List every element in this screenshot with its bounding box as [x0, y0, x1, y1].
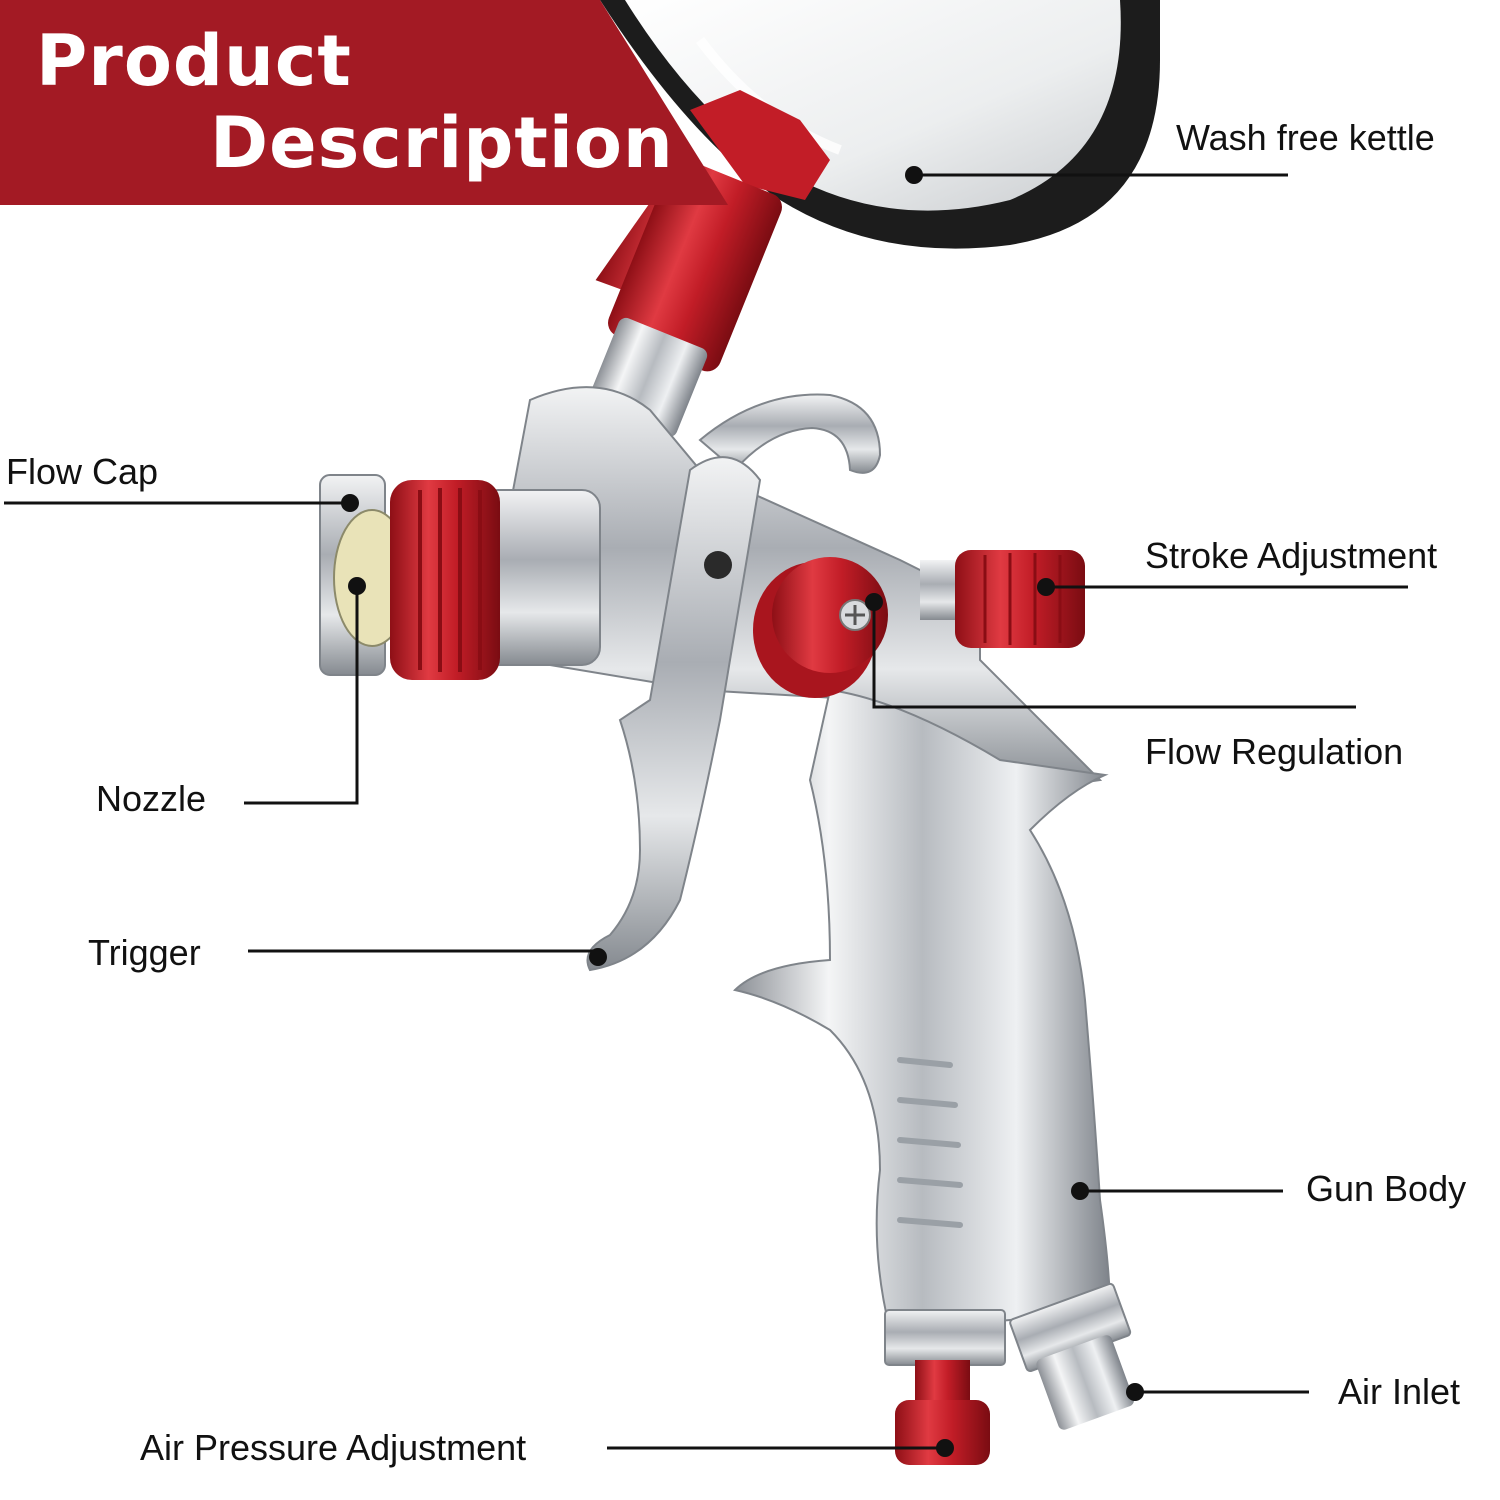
label-gun-body: Gun Body — [1306, 1168, 1467, 1209]
hook — [698, 393, 882, 474]
leader-lines — [4, 166, 1408, 1457]
trigger-part — [586, 456, 762, 972]
label-trigger: Trigger — [88, 932, 201, 973]
banner-title-line2: Description — [210, 102, 674, 184]
label-stroke-adjustment: Stroke Adjustment — [1145, 535, 1438, 576]
label-flow-regulation: Flow Regulation — [1145, 731, 1404, 772]
label-air-inlet: Air Inlet — [1338, 1371, 1461, 1412]
label-flow-cap: Flow Cap — [6, 451, 159, 492]
cup-adapter — [588, 90, 830, 437]
flow-regulation-knob — [753, 557, 888, 698]
header-banner — [0, 0, 728, 205]
bottom-fittings — [884, 1282, 1134, 1465]
grip — [733, 688, 1112, 1332]
banner-title-line1: Product — [36, 20, 352, 102]
stroke-adjustment-knob — [920, 550, 1085, 648]
grip-ridges — [897, 1057, 963, 1228]
label-air-pressure-adjustment: Air Pressure Adjustment — [140, 1427, 527, 1468]
nozzle-assembly — [319, 474, 500, 680]
label-nozzle: Nozzle — [96, 778, 207, 819]
label-wash-free-kettle: Wash free kettle — [1176, 117, 1435, 158]
